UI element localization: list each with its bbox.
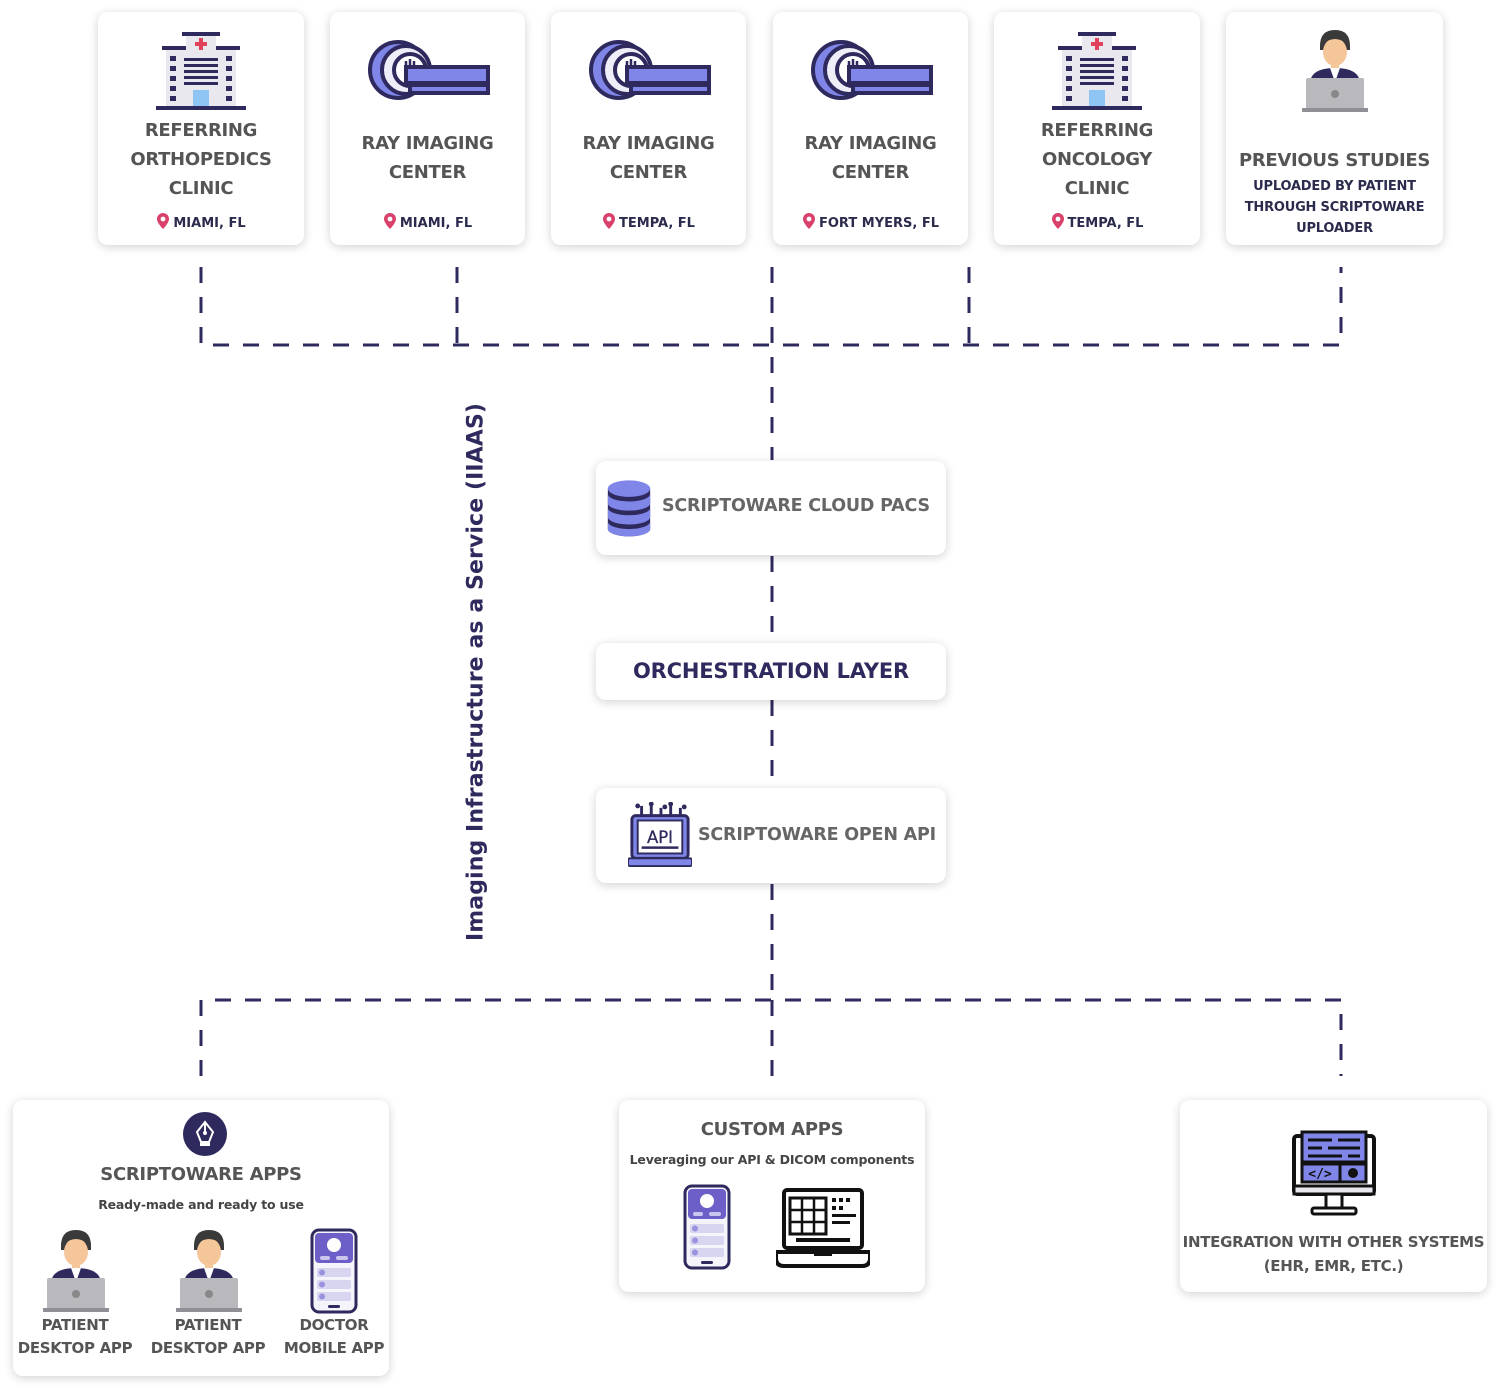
orchestration-layer-label: ORCHESTRATION LAYER: [632, 659, 910, 683]
source-location: MIAMI, FL: [98, 212, 304, 231]
mri-scanner-icon: [587, 40, 711, 102]
location-pin-icon: [802, 212, 816, 230]
source-card-ray-imaging-miami: RAY IMAGING CENTER MIAMI, FL: [330, 12, 525, 245]
pen-nib-icon: [183, 1112, 227, 1156]
source-title: RAY IMAGING CENTER: [361, 133, 494, 183]
custom-apps-title: CUSTOM APPS: [700, 1119, 844, 1140]
integration-label: INTEGRATION WITH OTHER SYSTEMS(EHR, EMR,…: [1182, 1233, 1485, 1275]
custom-apps-card: CUSTOM APPS Leveraging our API & DICOM c…: [619, 1100, 925, 1292]
mobile-phone-icon: [683, 1184, 731, 1270]
code-monitor-icon: [1292, 1130, 1376, 1218]
custom-apps-subtitle: Leveraging our API & DICOM components: [629, 1152, 915, 1167]
location-pin-icon: [1051, 212, 1065, 230]
source-location: TEMPA, FL: [551, 212, 746, 231]
source-card-ray-imaging-fort-myers: RAY IMAGING CENTER FORT MYERS, FL: [773, 12, 968, 245]
source-card-ray-imaging-tempa: RAY IMAGING CENTER TEMPA, FL: [551, 12, 746, 245]
source-title: REFERRING ONCOLOGY CLINIC: [1040, 120, 1154, 199]
open-api-label: SCRIPTOWARE OPEN API: [698, 825, 936, 845]
previous-studies-title: PREVIOUS STUDIES: [1238, 150, 1431, 171]
cloud-pacs-card: SCRIPTOWARE CLOUD PACS: [596, 461, 946, 555]
source-card-referring-orthopedics: REFERRING ORTHOPEDICS CLINIC MIAMI, FL: [98, 12, 304, 245]
source-location: MIAMI, FL: [330, 212, 525, 231]
user-laptop-icon: [43, 1228, 109, 1314]
integration-card: INTEGRATION WITH OTHER SYSTEMS(EHR, EMR,…: [1180, 1100, 1487, 1292]
iiaas-side-label: Imaging Infrastructure as a Service (IIA…: [463, 402, 489, 942]
scriptoware-apps-card: SCRIPTOWARE APPS Ready-made and ready to…: [13, 1100, 389, 1376]
mri-scanner-icon: [366, 40, 490, 102]
scriptoware-apps-title: SCRIPTOWARE APPS: [100, 1164, 302, 1185]
open-api-card: SCRIPTOWARE OPEN API: [596, 788, 946, 883]
orchestration-layer-card: ORCHESTRATION LAYER: [596, 643, 946, 700]
source-card-referring-oncology: REFERRING ONCOLOGY CLINIC TEMPA, FL: [994, 12, 1200, 245]
location-pin-icon: [156, 212, 170, 230]
cloud-pacs-label: SCRIPTOWARE CLOUD PACS: [662, 496, 930, 516]
source-title: RAY IMAGING CENTER: [582, 133, 715, 183]
previous-studies-subtitle: UPLOADED BY PATIENT THROUGH SCRIPTOWARE …: [1244, 179, 1425, 236]
mobile-phone-icon: [310, 1228, 358, 1314]
hospital-icon: [156, 32, 246, 112]
source-location: FORT MYERS, FL: [773, 212, 968, 231]
hospital-icon: [1052, 32, 1142, 112]
api-icon: [628, 802, 692, 870]
user-laptop-icon: [176, 1228, 242, 1314]
location-pin-icon: [383, 212, 397, 230]
laptop-grid-icon: [776, 1188, 870, 1268]
user-laptop-icon: [1302, 28, 1368, 114]
scriptoware-apps-subtitle: Ready-made and ready to use: [98, 1197, 304, 1212]
location-pin-icon: [602, 212, 616, 230]
source-location: TEMPA, FL: [994, 212, 1200, 231]
previous-studies-card: PREVIOUS STUDIES UPLOADED BY PATIENT THR…: [1226, 12, 1443, 245]
database-icon: [606, 476, 652, 538]
source-title: RAY IMAGING CENTER: [804, 133, 937, 183]
source-title: REFERRING ORTHOPEDICS CLINIC: [130, 120, 272, 199]
mri-scanner-icon: [809, 40, 933, 102]
